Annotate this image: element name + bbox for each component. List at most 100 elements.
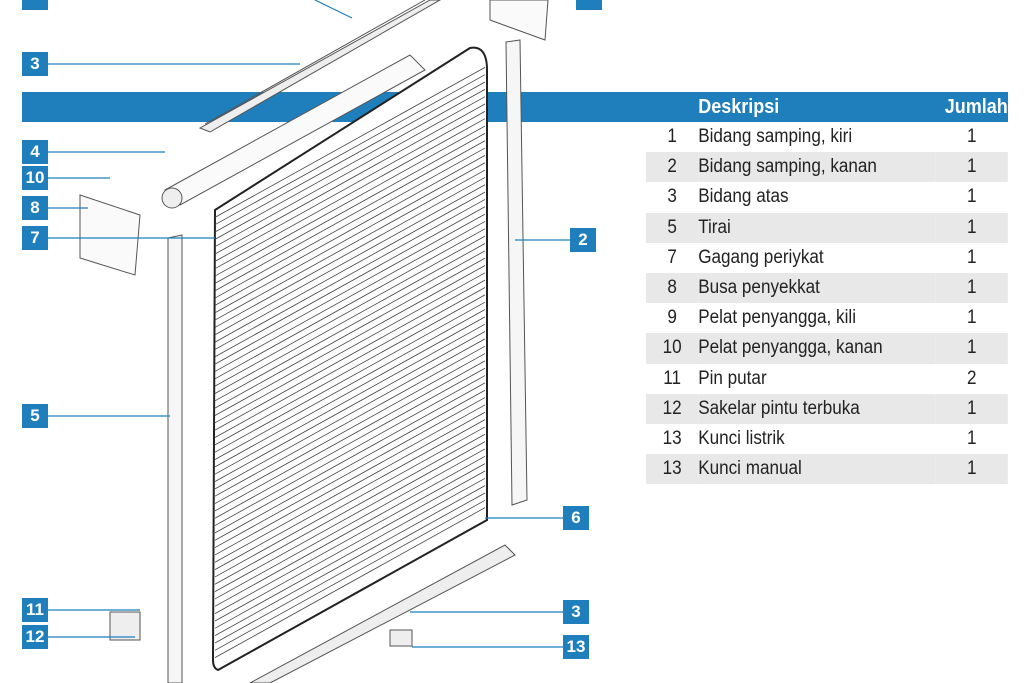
curtain-slat (214, 419, 486, 570)
curtain-slat (214, 331, 486, 482)
curtain-slat (214, 279, 486, 431)
curtain-slat (214, 235, 486, 387)
callout-5: 5 (22, 404, 48, 428)
curtain-slat (214, 89, 486, 240)
part-description: Bidang samping, kanan (698, 152, 936, 183)
part-number: 13 (646, 454, 699, 485)
top-rail (198, 0, 442, 133)
part-number: 12 (646, 393, 699, 424)
part-number: 5 (646, 212, 699, 243)
table-header: Deskripsi Jumlah (646, 92, 1008, 122)
part-number: 2 (646, 152, 699, 183)
curtain-slat (214, 228, 486, 380)
curtain-slat (214, 199, 486, 350)
callout-3-top: 3 (22, 52, 48, 76)
table-row: 13 Kunci listrik 1 (646, 424, 1008, 454)
part-description: Kunci manual (698, 454, 936, 485)
curtain-slat (214, 96, 486, 248)
part-number: 3 (667, 186, 677, 208)
curtain-slat (214, 133, 486, 284)
part-description: Pelat penyangga, kili (698, 307, 857, 329)
part-number: 13 (662, 427, 682, 449)
curtain-slat (214, 162, 486, 314)
curtain-slat (214, 382, 486, 534)
part-quantity: 1 (935, 333, 1008, 364)
callout-cut-top-right (576, 0, 602, 10)
curtain-slat (214, 411, 486, 563)
curtain-slat (214, 338, 486, 490)
callout-6: 6 (563, 506, 589, 530)
curtain-slat (214, 448, 486, 600)
curtain-slat (214, 265, 486, 416)
curtain-slat (214, 250, 486, 402)
curtain-slat (214, 140, 486, 292)
leader-lines (48, 0, 570, 648)
curtain-slat (214, 492, 486, 644)
part-description: Kunci listrik (698, 427, 785, 449)
curtain-slat (214, 287, 486, 438)
curtain-slat (214, 345, 486, 497)
curtain-slat (214, 221, 486, 372)
callout-11: 11 (22, 598, 48, 622)
curtain-slat (214, 301, 486, 453)
header-description: Deskripsi (698, 95, 780, 118)
part-number: 10 (646, 333, 699, 364)
curtain-slat (214, 243, 486, 394)
curtain-slat (214, 309, 486, 460)
header-quantity: Jumlah (944, 95, 1008, 118)
callout-cut-top-left (22, 0, 48, 10)
callout-4: 4 (22, 140, 48, 164)
curtain-slat (214, 294, 486, 446)
part-quantity: 1 (935, 454, 1008, 485)
curtain-slat (214, 81, 486, 233)
part-description: Tirai (698, 212, 936, 243)
curtain-slat (214, 125, 486, 277)
curtain-slat (214, 404, 486, 556)
support-plate-right (489, 0, 549, 41)
curtain-slat (214, 470, 486, 622)
part-description: Sakelar pintu terbuka (698, 393, 936, 424)
curtain-slat (214, 213, 486, 365)
right-side-panel (505, 39, 528, 506)
part-quantity: 2 (967, 367, 977, 389)
manual-lock (389, 629, 413, 647)
curtain-slat (214, 206, 486, 358)
curtain-slat (214, 463, 486, 614)
part-quantity: 1 (967, 126, 977, 148)
part-quantity: 1 (967, 186, 977, 208)
curtain-slat (214, 177, 486, 328)
curtain-slat (214, 74, 486, 226)
curtain-slat (214, 169, 486, 321)
door-switch (109, 611, 141, 641)
curtain-slat (214, 316, 486, 468)
part-description: Pin putar (698, 367, 767, 389)
curtain-slat (214, 507, 486, 659)
callout-3-bottom: 3 (563, 600, 589, 624)
part-quantity: 1 (967, 246, 977, 268)
curtain-slat (214, 184, 486, 336)
curtain-slat (214, 499, 486, 651)
part-quantity: 1 (935, 272, 1008, 304)
part-quantity: 1 (935, 393, 1008, 424)
curtain-slat (214, 426, 486, 578)
callout-7: 7 (22, 226, 48, 250)
part-quantity: 1 (967, 427, 977, 449)
bottom-rail (249, 544, 516, 683)
callout-8: 8 (22, 196, 48, 220)
curtain-slat (214, 353, 486, 504)
curtain-slat (214, 147, 486, 299)
curtain-slat (214, 455, 486, 607)
curtain-slat (214, 66, 486, 218)
curtain-slat (214, 323, 486, 475)
callout-2: 2 (570, 228, 596, 252)
callout-12: 12 (22, 625, 48, 649)
callout-13: 13 (563, 635, 589, 659)
